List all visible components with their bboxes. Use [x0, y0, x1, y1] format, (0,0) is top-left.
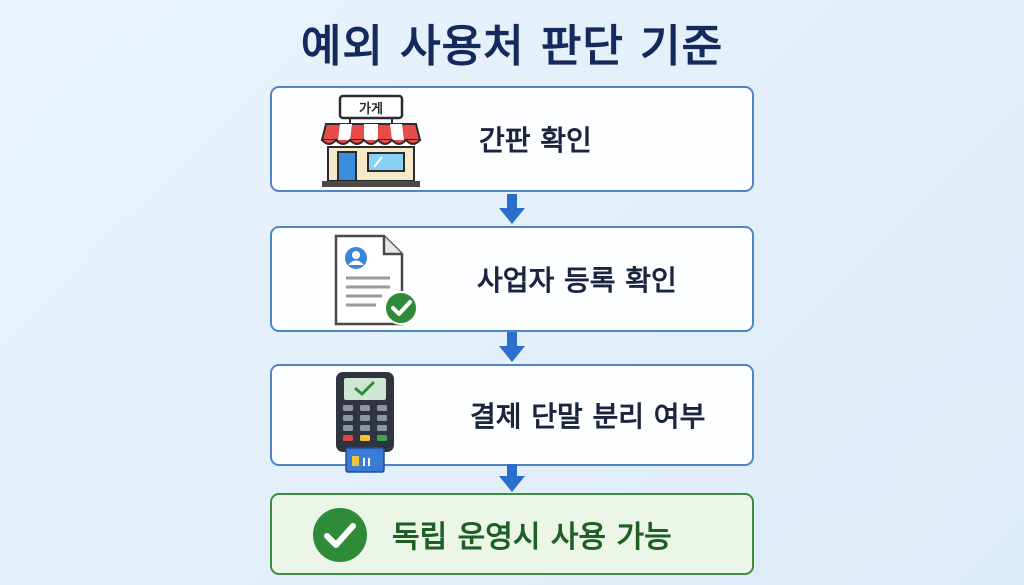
step-payment-terminal: 결제 단말 분리 여부 — [270, 364, 754, 473]
arrow-down-icon — [499, 194, 525, 224]
step-label: 간판 확인 — [479, 124, 592, 157]
result-box: 독립 운영시 사용 가능 — [270, 493, 754, 575]
document-check-icon — [334, 234, 418, 326]
step-label: 사업자 등록 확인 — [477, 264, 677, 297]
diagram-title: 예외 사용처 판단 기준 — [300, 21, 724, 72]
arrow-down-icon — [499, 332, 525, 362]
payment-terminal-icon — [336, 372, 394, 473]
arrow-down-icon — [499, 464, 525, 492]
step-signboard: 가게 간판 확인 — [270, 86, 754, 192]
storefront-icon: 가게 — [320, 94, 422, 187]
step-label: 결제 단말 분리 여부 — [470, 400, 706, 433]
check-circle-icon — [313, 508, 367, 562]
step-business-registration: 사업자 등록 확인 — [270, 226, 754, 332]
result-label: 독립 운영시 사용 가능 — [392, 520, 672, 555]
shop-sign-text: 가게 — [359, 102, 383, 117]
